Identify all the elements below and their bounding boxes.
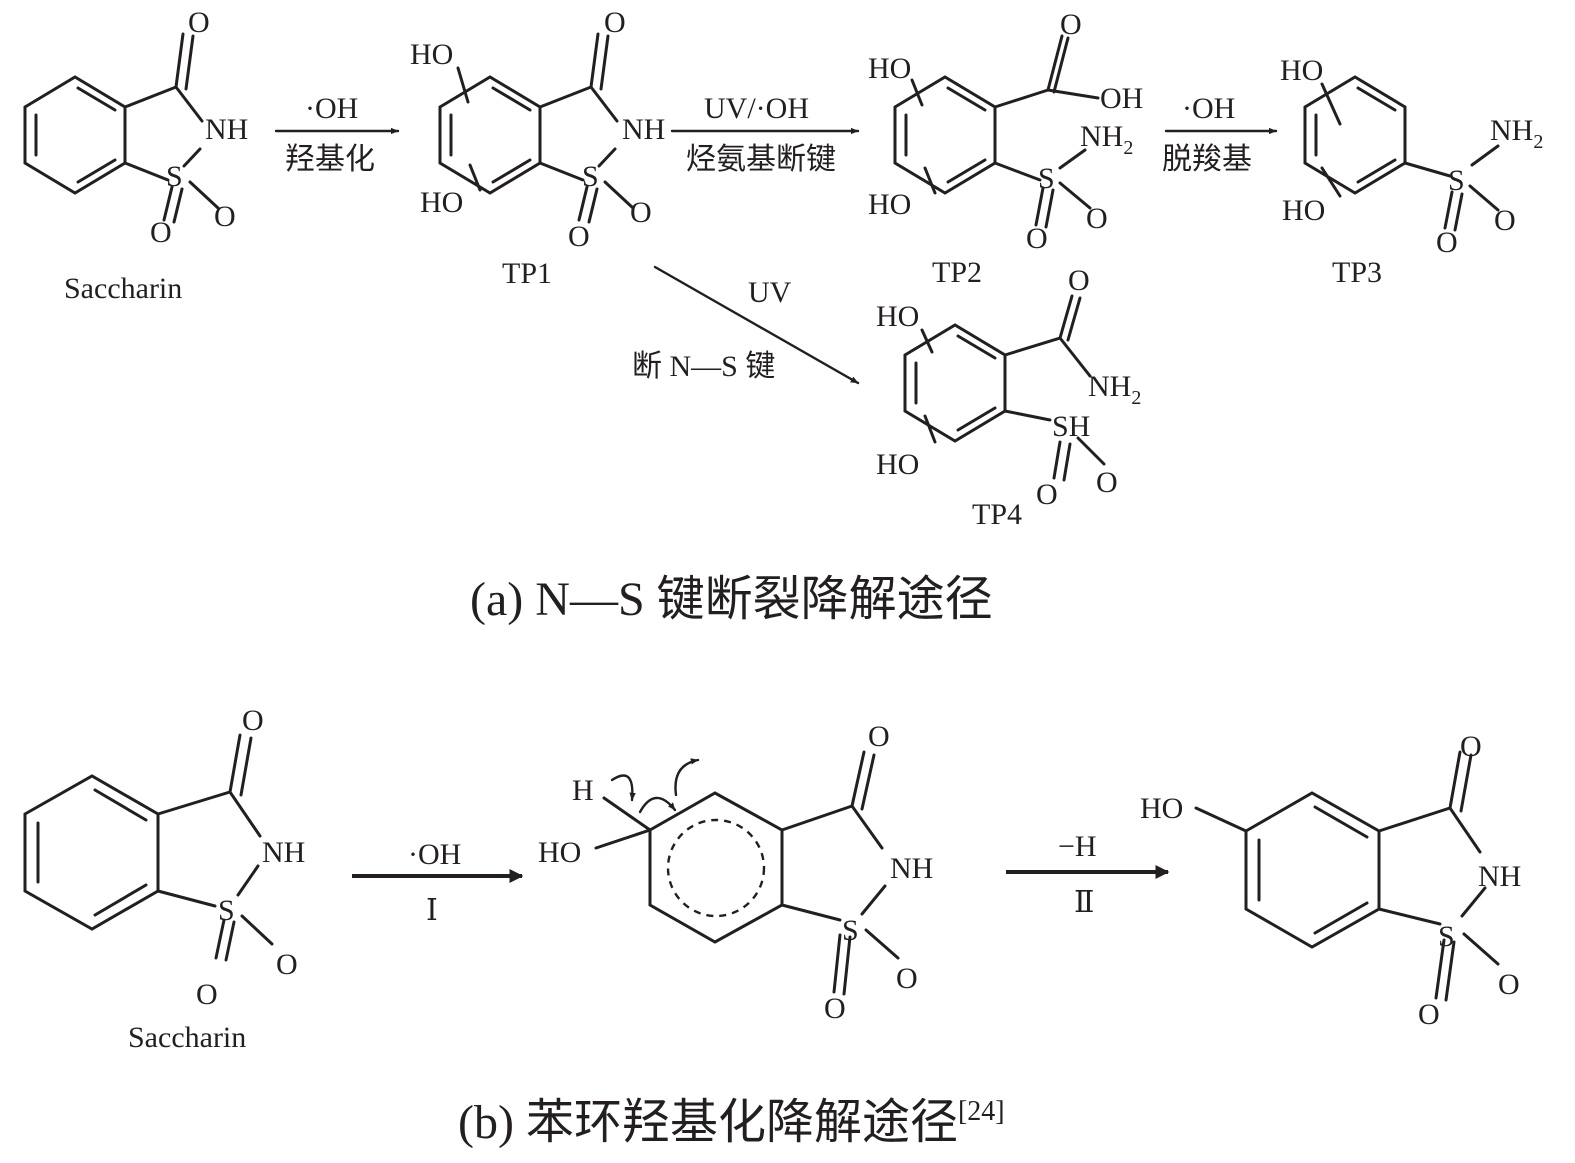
- arrow-step-2: −H Ⅱ: [1006, 830, 1170, 919]
- tp1-nh: NH: [622, 113, 665, 146]
- arrow3-reagent: ·OH: [1182, 92, 1235, 125]
- panel-a-caption: (a) N—S 键断裂降解途径: [470, 573, 993, 626]
- product-oxygen-3: O: [1498, 968, 1520, 1001]
- tp1-oxygen-3: O: [630, 196, 652, 229]
- saccharin-b-nh: NH: [262, 836, 305, 869]
- tp4-label: TP4: [972, 498, 1022, 531]
- arrow2-label: 烃氨基断键: [686, 143, 836, 176]
- arrow1-reagent: ·OH: [305, 92, 358, 125]
- saccharin-a-oxygen: O: [188, 6, 210, 39]
- saccharin-b-oxygen: O: [242, 704, 264, 737]
- tp2-ho-top: HO: [868, 52, 911, 85]
- intermediate-ho: HO: [538, 836, 581, 869]
- tp4-oxygen-3: O: [1096, 466, 1118, 499]
- tp1-label: TP1: [502, 257, 552, 290]
- arrow3-label: 脱羧基: [1162, 143, 1252, 176]
- tp3-label: TP3: [1332, 256, 1382, 289]
- tp2-label: TP2: [932, 256, 982, 289]
- arrow2-reagent: UV/·OH: [704, 92, 809, 125]
- arrow-b2-reagent: −H: [1058, 830, 1097, 863]
- tp3-sulfur: S: [1448, 164, 1465, 197]
- intermediate-oxygen-3: O: [896, 962, 918, 995]
- arrow-uv-oh: UV/·OH 烃氨基断键: [670, 92, 860, 176]
- saccharin-a-oxygen-3: O: [214, 200, 236, 233]
- tp2-oxygen-3: O: [1086, 202, 1108, 235]
- tp4-oxygen: O: [1068, 264, 1090, 297]
- arrow-b1-step: Ⅰ: [426, 894, 438, 927]
- tp3-ho-bottom: HO: [1282, 194, 1325, 227]
- tp1-oxygen-2: O: [568, 220, 590, 253]
- tp3-oxygen-3: O: [1494, 204, 1516, 237]
- product-oxygen-2: O: [1418, 998, 1440, 1031]
- tp1-oxygen: O: [604, 6, 626, 39]
- arrow-decarboxylation: ·OH 脱羧基: [1162, 92, 1278, 176]
- tp3-structure: HO HO NH2 S O O TP3: [1280, 54, 1543, 289]
- tp2-structure: HO HO O OH NH2 S O O TP2: [868, 8, 1143, 289]
- intermediate-oxygen-2: O: [824, 992, 846, 1025]
- tp4-structure: HO HO O NH2 SH O O TP4: [876, 264, 1141, 531]
- intermediate-oxygen: O: [868, 720, 890, 753]
- saccharin-a-label: Saccharin: [64, 272, 182, 305]
- tp4-ho-bottom: HO: [876, 448, 919, 481]
- arrow-hydroxylation: ·OH 羟基化: [274, 92, 400, 176]
- saccharin-b-oxygen-3: O: [276, 948, 298, 981]
- product-structure: HO O NH S O O: [1140, 730, 1521, 1031]
- saccharin-structure-b: O NH S O O Saccharin: [23, 704, 305, 1054]
- arrow-ns-cleavage: UV 断 N—S 键: [632, 265, 860, 385]
- arrow-b2-step: Ⅱ: [1074, 886, 1094, 919]
- product-ho: HO: [1140, 792, 1183, 825]
- tp2-oxygen: O: [1060, 8, 1082, 41]
- saccharin-b-oxygen-2: O: [196, 978, 218, 1011]
- intermediate-nh: NH: [890, 852, 933, 885]
- tp4-ho-top: HO: [876, 300, 919, 333]
- intermediate-sulfur: S: [842, 914, 859, 947]
- saccharin-b-sulfur: S: [218, 894, 235, 927]
- tp2-ho-bottom: HO: [868, 188, 911, 221]
- intermediate-hydrogen: H: [572, 774, 594, 807]
- tp3-ho-top: HO: [1280, 54, 1323, 87]
- tp1-ho-top: HO: [410, 38, 453, 71]
- arrow4-label: 断 N—S 键: [632, 350, 775, 383]
- product-nh: NH: [1478, 860, 1521, 893]
- tp3-nh2: NH2: [1490, 114, 1543, 153]
- saccharin-structure-a: O NH S O O Saccharin: [23, 6, 248, 305]
- tp2-oh: OH: [1100, 82, 1143, 115]
- tp3-oxygen-2: O: [1436, 226, 1458, 259]
- tp1-sulfur: S: [582, 160, 599, 193]
- saccharin-b-label: Saccharin: [128, 1021, 246, 1054]
- panel-b-caption: (b) 苯环羟基化降解途径[24]: [458, 1096, 1005, 1149]
- saccharin-a-nh: NH: [205, 113, 248, 146]
- product-sulfur: S: [1438, 920, 1455, 953]
- tp2-oxygen-2: O: [1026, 222, 1048, 255]
- intermediate-structure: H HO O NH S O O: [538, 720, 933, 1025]
- saccharin-a-oxygen-2: O: [150, 216, 172, 249]
- saccharin-a-sulfur: S: [166, 160, 183, 193]
- product-oxygen: O: [1460, 730, 1482, 763]
- arrow-step-1: ·OH Ⅰ: [352, 838, 524, 927]
- tp4-nh2: NH2: [1088, 370, 1141, 409]
- tp2-sulfur: S: [1038, 162, 1055, 195]
- tp2-nh2: NH2: [1080, 120, 1133, 159]
- arrow1-label: 羟基化: [285, 143, 375, 176]
- tp4-oxygen-2: O: [1036, 478, 1058, 511]
- tp1-structure: HO HO O NH S O O TP1: [410, 6, 665, 290]
- arrow-b1-reagent: ·OH: [408, 838, 461, 871]
- tp4-sh: SH: [1052, 410, 1090, 443]
- tp1-ho-bottom: HO: [420, 186, 463, 219]
- arrow4-reagent: UV: [748, 276, 792, 309]
